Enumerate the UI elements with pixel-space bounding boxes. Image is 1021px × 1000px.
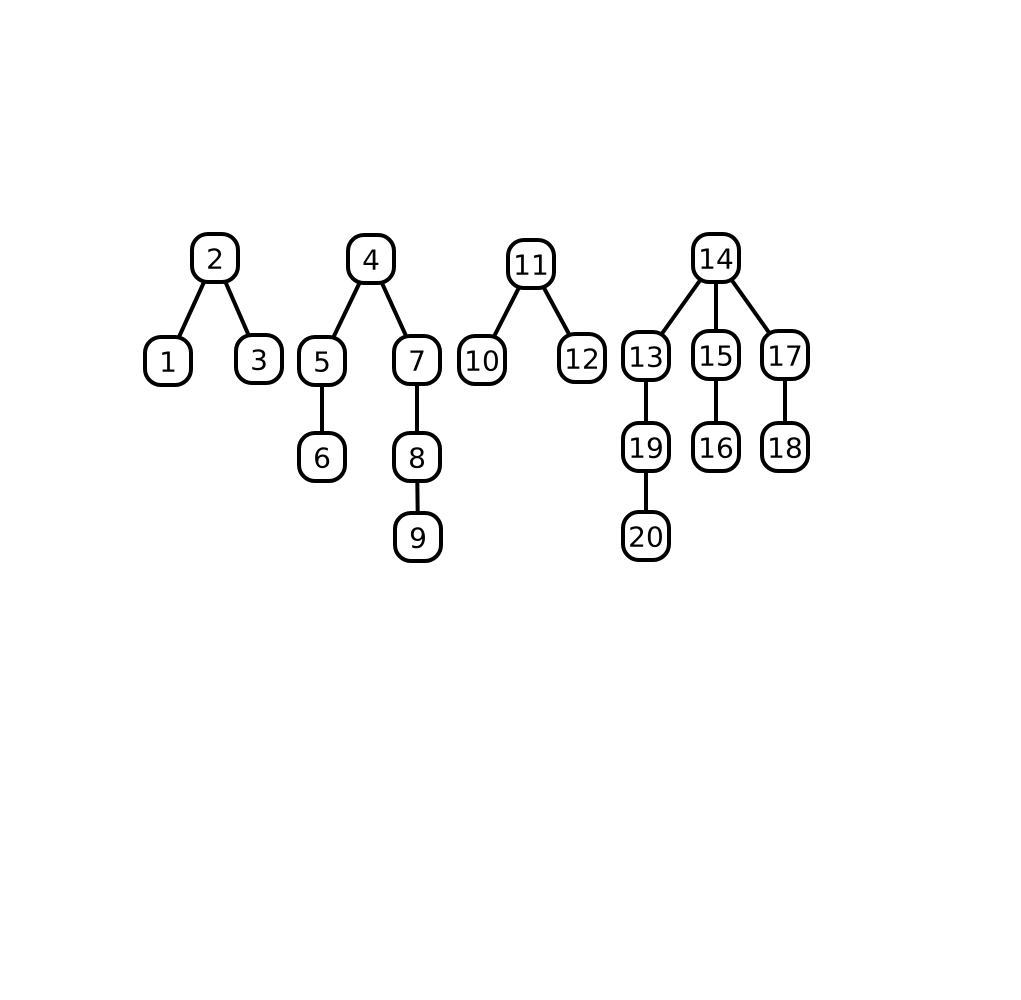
node-label: 11 [513, 249, 549, 282]
node-box [392, 334, 442, 386]
node-16: 16 [691, 421, 741, 473]
node-5: 5 [297, 335, 347, 387]
node-8: 8 [392, 431, 442, 483]
node-box [190, 232, 240, 284]
node-20: 20 [621, 510, 671, 562]
node-label: 14 [698, 243, 734, 276]
node-label: 3 [250, 344, 268, 377]
node-label: 16 [698, 432, 734, 465]
node-11: 11 [506, 238, 556, 290]
node-box [691, 421, 741, 473]
node-label: 4 [362, 244, 380, 277]
node-box [297, 335, 347, 387]
node-label: 19 [628, 432, 664, 465]
node-label: 7 [408, 345, 426, 378]
node-box [760, 421, 810, 473]
node-label: 10 [464, 345, 500, 378]
node-box [506, 238, 556, 290]
node-label: 18 [767, 432, 803, 465]
node-box [621, 330, 671, 382]
node-12: 12 [557, 332, 607, 384]
node-box [457, 334, 507, 386]
node-7: 7 [392, 334, 442, 386]
node-4: 4 [346, 233, 396, 285]
node-box [691, 329, 741, 381]
node-label: 17 [767, 340, 803, 373]
node-box [760, 329, 810, 381]
node-box [691, 232, 741, 284]
node-17: 17 [760, 329, 810, 381]
node-box [143, 335, 193, 387]
node-label: 8 [408, 442, 426, 475]
node-label: 5 [313, 346, 331, 379]
node-13: 13 [621, 330, 671, 382]
node-box [393, 511, 443, 563]
node-19: 19 [621, 421, 671, 473]
node-box [392, 431, 442, 483]
node-15: 15 [691, 329, 741, 381]
node-18: 18 [760, 421, 810, 473]
node-label: 20 [628, 521, 664, 554]
node-10: 10 [457, 334, 507, 386]
node-6: 6 [297, 431, 347, 483]
node-box [234, 333, 284, 385]
node-label: 13 [628, 341, 664, 374]
node-14: 14 [691, 232, 741, 284]
node-box [346, 233, 396, 285]
edges-layer [166, 256, 787, 539]
node-label: 2 [206, 243, 224, 276]
node-3: 3 [234, 333, 284, 385]
node-9: 9 [393, 511, 443, 563]
node-box [557, 332, 607, 384]
node-box [621, 510, 671, 562]
node-label: 15 [698, 340, 734, 373]
node-label: 1 [159, 346, 177, 379]
node-label: 6 [313, 442, 331, 475]
node-box [621, 421, 671, 473]
node-1: 1 [143, 335, 193, 387]
node-box [297, 431, 347, 483]
node-label: 12 [564, 343, 600, 376]
node-2: 2 [190, 232, 240, 284]
node-label: 9 [409, 522, 427, 555]
